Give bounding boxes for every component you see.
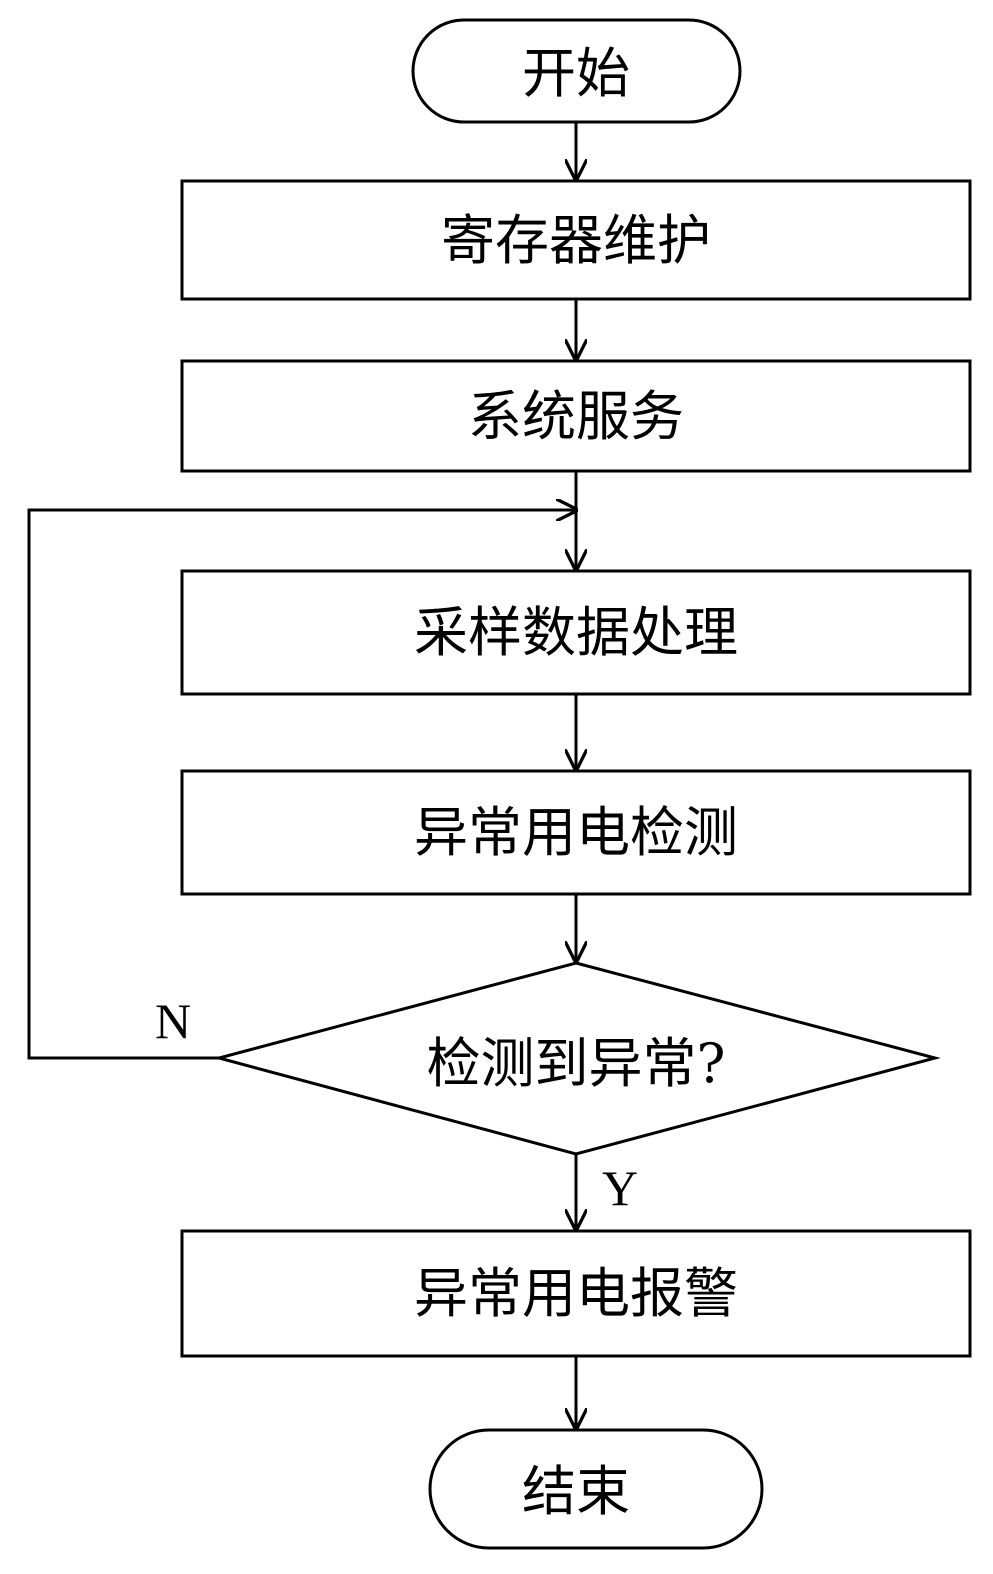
service-label: 系统服务 xyxy=(468,385,684,448)
yes-label: Y xyxy=(602,1160,638,1216)
register-label: 寄存器维护 xyxy=(441,209,711,272)
sampling-label: 采样数据处理 xyxy=(414,601,738,664)
loop-back-arrow xyxy=(27,510,576,1060)
detect-label: 异常用电检测 xyxy=(414,801,738,864)
start-label: 开始 xyxy=(522,42,630,105)
end-label: 结束 xyxy=(522,1460,630,1523)
end-terminal xyxy=(428,1428,764,1550)
decision-label: 检测到异常? xyxy=(427,1032,726,1095)
alarm-label: 异常用电报警 xyxy=(414,1262,738,1325)
no-label: N xyxy=(155,993,191,1049)
